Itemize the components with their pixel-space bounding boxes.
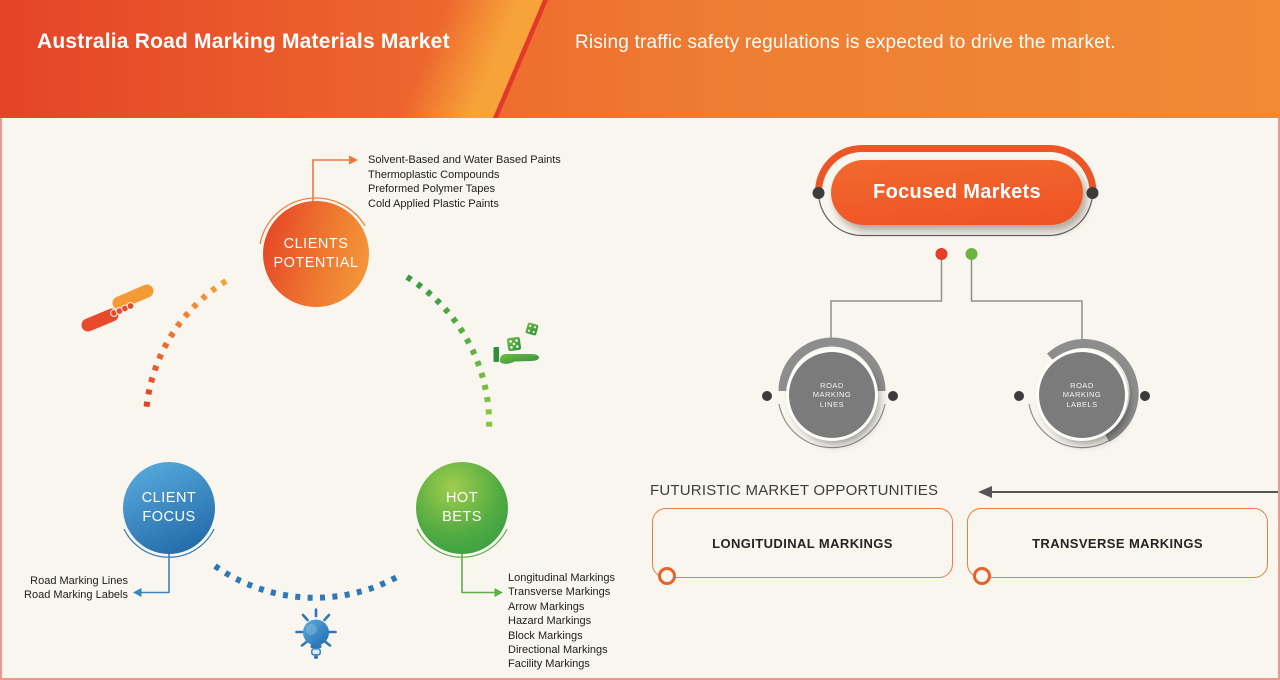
opportunities-heading: FUTURISTIC MARKET OPPORTUNITIES [650, 482, 939, 499]
list-item: Thermoplastic Compounds [368, 168, 500, 181]
node-label-line: MARKING [812, 390, 852, 400]
node-label-line: LINES [819, 399, 845, 409]
list-item: Facility Markings [508, 658, 590, 671]
hot-bets-list: Longitudinal Markings Transverse Marking… [508, 571, 615, 672]
hot-bets-label-line1: HOT [445, 490, 479, 506]
list-item: Road Marking Lines [30, 575, 128, 587]
box-corner-ring-icon [658, 567, 676, 585]
header-banner: Australia Road Marking Materials Market … [0, 0, 1280, 118]
client-focus-connector [133, 553, 170, 597]
lightbulb-icon [295, 608, 337, 659]
opportunity-box-longitudinal: LONGITUDINAL MARKINGS [652, 508, 953, 578]
client-focus-label-line1: CLIENT [141, 490, 197, 506]
list-item: Directional Markings [508, 644, 608, 657]
client-focus-circle: CLIENT FOCUS [123, 462, 215, 554]
road-marking-lines-node: ROAD MARKING LINES [789, 352, 875, 438]
blue-dotted-arc [213, 563, 399, 601]
right-anchor-dot [1086, 187, 1099, 199]
road-marking-labels-rings [1014, 339, 1150, 449]
focused-markets-outline [812, 145, 1099, 237]
clients-potential-label-line2: POTENTIAL [273, 255, 359, 271]
clients-potential-list: Solvent-Based and Water Based Paints The… [368, 153, 561, 211]
node-side-dot [888, 391, 898, 401]
page-title: Australia Road Marking Materials Market [37, 30, 450, 53]
opportunities-arrow [978, 486, 1278, 498]
arrow-left-icon [133, 588, 142, 597]
red-branch-dot [935, 248, 948, 260]
arrow-right-icon [494, 588, 503, 597]
list-item: Arrow Markings [508, 600, 585, 613]
clients-potential-label-line1: CLIENTS [283, 236, 349, 252]
client-focus-label-line2: FOCUS [142, 509, 196, 525]
node-label-line: ROAD [1070, 380, 1094, 390]
dice-in-hand-icon [493, 322, 540, 364]
list-item: Longitudinal Markings [508, 572, 616, 584]
node-side-dot [762, 391, 772, 401]
node-label-line: MARKING [1062, 390, 1102, 400]
left-anchor-dot [812, 187, 825, 199]
hot-bets-circle: HOT BETS [416, 462, 508, 554]
node-label-line: LABELS [1066, 399, 1098, 409]
hot-bets-label-line2: BETS [442, 509, 482, 525]
list-item: Block Markings [508, 629, 583, 642]
clients-potential-connector [312, 155, 358, 202]
orange-top-arc [815, 145, 1097, 193]
green-branch-dot [965, 248, 978, 260]
focused-markets-pill: Focused Markets [831, 160, 1083, 225]
list-item: Solvent-Based and Water Based Paints [368, 154, 561, 166]
box-corner-ring-icon [973, 567, 991, 585]
orange-dotted-arc [143, 278, 228, 414]
green-dotted-arc [405, 274, 493, 433]
arrow-right-icon [349, 155, 358, 165]
clients-potential-accent-arc [259, 197, 366, 245]
hot-bets-connector [461, 553, 503, 597]
connector-tree [830, 260, 1083, 344]
list-item: Hazard Markings [508, 615, 592, 628]
road-marking-labels-node: ROAD MARKING LABELS [1039, 352, 1125, 438]
client-focus-list: Road Marking Lines Road Marking Labels [0, 574, 128, 602]
opportunity-box-transverse: TRANSVERSE MARKINGS [967, 508, 1268, 578]
list-item: Road Marking Labels [24, 589, 128, 601]
node-side-dot [1014, 391, 1024, 401]
header-diagonal-wedge [399, 0, 545, 118]
arrow-left-icon [978, 486, 992, 498]
clients-potential-circle: CLIENTS POTENTIAL [263, 201, 369, 307]
node-side-dot [1140, 391, 1150, 401]
page-subtitle: Rising traffic safety regulations is exp… [575, 32, 1116, 53]
road-marking-lines-rings [762, 337, 898, 449]
handshake-icon [81, 284, 154, 332]
list-item: Transverse Markings [508, 586, 611, 599]
list-item: Preformed Polymer Tapes [368, 183, 495, 195]
list-item: Cold Applied Plastic Paints [368, 197, 499, 210]
node-label-line: ROAD [820, 380, 844, 390]
